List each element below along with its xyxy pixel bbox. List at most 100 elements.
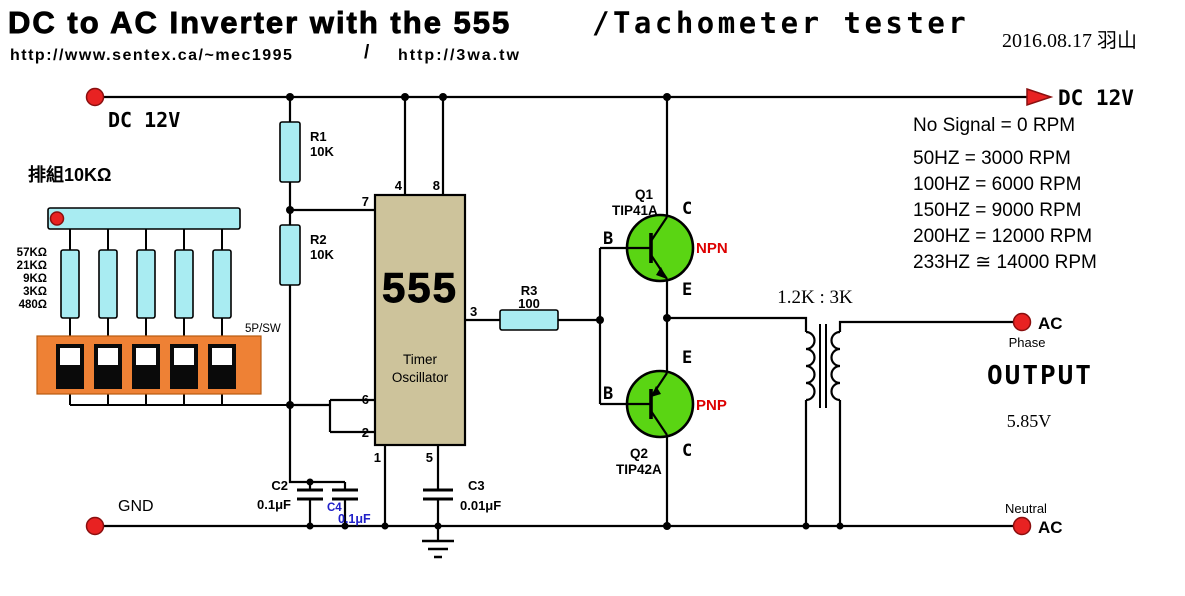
gnd-label: GND xyxy=(118,498,154,515)
dip-switch-lever xyxy=(174,348,194,365)
r2-value-label: 10K xyxy=(310,247,334,262)
c3-value-label: 0.01μF xyxy=(460,498,501,513)
pin-7-label: 7 xyxy=(362,194,369,209)
q1-part-label: TIP41A xyxy=(612,203,658,218)
output-voltage-label: 5.85V xyxy=(1007,411,1052,431)
array-value-label: 3KΩ xyxy=(23,286,47,298)
neutral-label: Neutral xyxy=(1005,501,1047,516)
transformer-primary-coil xyxy=(805,330,816,402)
dip-switch-lever xyxy=(136,348,156,365)
rpm-note-line: No Signal = 0 RPM xyxy=(913,115,1075,136)
q2-collector-label: C xyxy=(682,441,692,461)
wire-top-rail xyxy=(95,95,1027,216)
c3-capacitor xyxy=(423,488,453,501)
capacitors: C2 0.1μF C4 0.1μF C3 0.01μF xyxy=(257,478,501,559)
dc12v-arrow-icon xyxy=(1026,87,1054,107)
pin-1-label: 1 xyxy=(374,450,381,465)
ac-neutral-label: AC xyxy=(1038,518,1063,537)
q2-part-label: TIP42A xyxy=(616,462,662,477)
array-resistor xyxy=(136,249,156,319)
rpm-note-line: 50HZ = 3000 RPM xyxy=(913,148,1071,169)
q1-collector-label: C xyxy=(682,199,692,219)
junction-dot xyxy=(306,522,314,530)
array-value-label: 21KΩ xyxy=(17,260,47,272)
output-label: OUTPUT xyxy=(987,361,1093,391)
junction-dot xyxy=(663,314,671,322)
array-resistor xyxy=(60,249,80,319)
dip-switch-lever xyxy=(60,348,80,365)
c2-ref-label: C2 xyxy=(271,478,288,493)
r3-value-label: 100 xyxy=(518,296,540,311)
r2-resistor xyxy=(279,224,301,286)
junction-dot xyxy=(381,522,389,530)
array-title: 排組10KΩ xyxy=(28,164,111,185)
transformer-secondary-coil xyxy=(830,330,841,402)
resistor-array: 排組10KΩ 57KΩ 21KΩ 9KΩ 3KΩ 480Ω 5P/SW xyxy=(17,164,281,395)
wire-output-net xyxy=(465,246,669,526)
r2-ref-label: R2 xyxy=(310,232,327,247)
wire-transformer-net xyxy=(667,316,1014,526)
ic-555-sub2: Oscillator xyxy=(392,370,449,385)
dip-switch-lever xyxy=(98,348,118,365)
c3-ref-label: C3 xyxy=(468,478,485,493)
pin-2-label: 2 xyxy=(362,425,369,440)
dc12v-left-label: DC 12V xyxy=(108,108,180,132)
ic-555-sub1: Timer xyxy=(403,352,437,367)
junction-dot xyxy=(434,522,442,530)
junction-dot xyxy=(596,316,604,324)
array-resistor xyxy=(98,249,118,319)
url-left: http://www.sentex.ca/~mec1995 xyxy=(10,47,293,64)
wires xyxy=(69,95,1027,541)
ic-555: 555 Timer Oscillator 4 8 7 3 6 2 1 5 xyxy=(362,178,477,465)
junction-dot xyxy=(439,93,447,101)
q2-base-label: B xyxy=(603,384,613,404)
array-value-label: 9KΩ xyxy=(23,273,47,285)
c4-ref-label: C4 xyxy=(327,502,342,514)
r1-r2: R1 10K R2 10K xyxy=(279,121,334,286)
transformer-ratio-label: 1.2K : 3K xyxy=(777,287,853,308)
r3: R3 100 xyxy=(499,283,559,331)
r3-ref-label: R3 xyxy=(521,283,538,298)
ac-phase-terminal xyxy=(1012,312,1032,332)
rpm-notes: No Signal = 0 RPM 50HZ = 3000 RPM 100HZ … xyxy=(913,115,1097,273)
q2-type-label: PNP xyxy=(696,397,727,414)
wire-capacitor-net xyxy=(308,445,440,541)
junction-dot xyxy=(836,522,844,530)
junction-dot xyxy=(286,206,294,214)
switch-label: 5P/SW xyxy=(245,323,281,335)
junction-dot xyxy=(306,478,314,486)
pin-6-label: 6 xyxy=(362,392,369,407)
q2-emitter-label: E xyxy=(682,348,692,368)
q2-emitter-arrow-icon xyxy=(651,386,661,397)
ground-symbol-icon xyxy=(422,539,454,559)
junction-dot xyxy=(401,93,409,101)
pin-4-label: 4 xyxy=(395,178,403,193)
junction-dot xyxy=(663,522,671,530)
transformer: 1.2K : 3K xyxy=(777,287,853,408)
q1-emitter-arrow-icon xyxy=(656,267,667,279)
dip-switch-units xyxy=(56,344,236,389)
array-value-label: 480Ω xyxy=(19,299,47,311)
c4-capacitor xyxy=(332,488,358,501)
r3-resistor xyxy=(499,309,559,331)
rpm-note-line: 233HZ ≅ 14000 RPM xyxy=(913,252,1097,273)
dip-switch-lever xyxy=(212,348,232,365)
date-label: 2016.08.17 羽山 xyxy=(1002,29,1137,52)
q1-ref-label: Q1 xyxy=(635,187,654,202)
q1-emitter-label: E xyxy=(682,280,692,300)
junction-dot xyxy=(663,93,671,101)
q1-transistor: Q1 TIP41A C B E NPN xyxy=(603,187,728,300)
array-value-label: 57KΩ xyxy=(17,247,47,259)
rpm-note-line: 150HZ = 9000 RPM xyxy=(913,200,1081,221)
array-input-terminal xyxy=(49,211,65,226)
array-resistor xyxy=(174,249,194,319)
c4-value-label: 0.1μF xyxy=(338,512,371,526)
page-title: DC to AC Inverter with the 555 xyxy=(8,5,511,40)
wire-array-net xyxy=(69,229,330,406)
rpm-note-line: 200HZ = 12000 RPM xyxy=(913,226,1092,247)
r1-resistor xyxy=(279,121,301,183)
dc12v-right-label: DC 12V xyxy=(1058,86,1134,110)
junction-dot xyxy=(341,522,349,530)
junction-dot xyxy=(286,401,294,409)
junction-dots xyxy=(286,93,844,530)
